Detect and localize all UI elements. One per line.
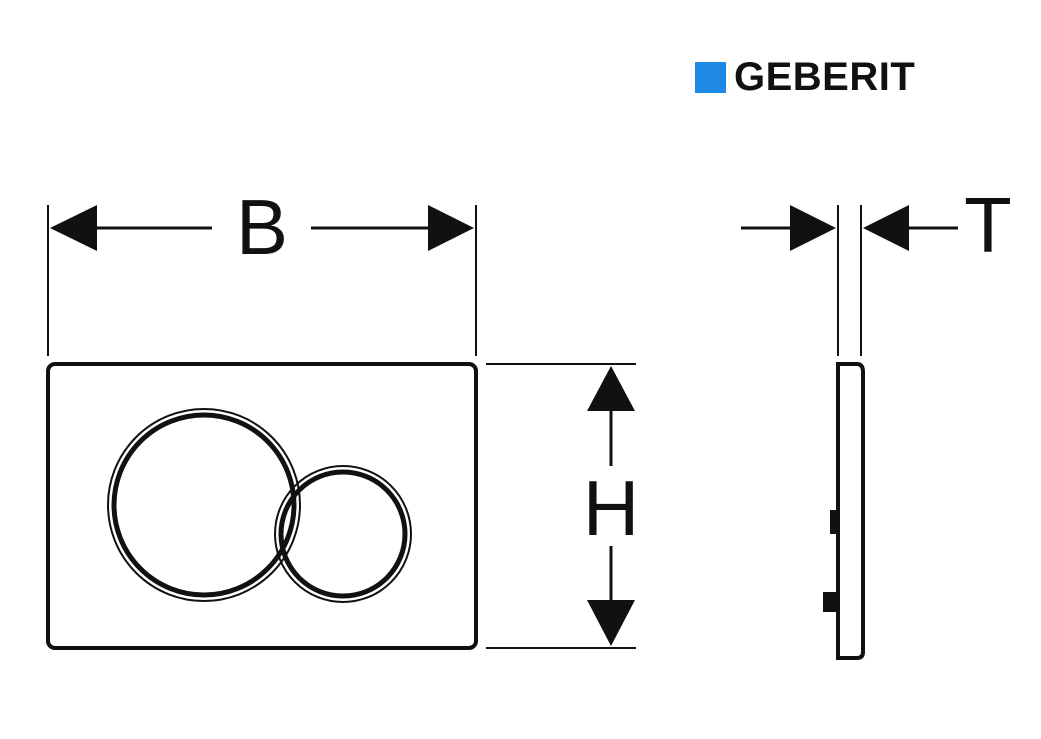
- front-plate-outline: [46, 362, 478, 650]
- brand-logo: GEBERIT: [695, 56, 915, 98]
- width-label: B: [236, 183, 288, 271]
- thickness-arrow-right-icon: [790, 205, 836, 251]
- width-arrow-right-icon: [428, 205, 474, 251]
- small-flush-button: [274, 465, 412, 603]
- brand-name: GEBERIT: [734, 55, 916, 99]
- large-flush-button: [107, 408, 301, 602]
- height-dimension: [486, 363, 636, 649]
- width-arrow-left-icon: [50, 205, 97, 251]
- width-dimension: [47, 205, 477, 356]
- side-clip-upper: [830, 510, 838, 534]
- height-label: H: [583, 464, 639, 552]
- side-clip-lower: [823, 592, 838, 612]
- thickness-label: T: [964, 181, 1012, 269]
- height-arrow-down-icon: [587, 600, 635, 646]
- side-view-plate: [836, 362, 865, 660]
- brand-square-icon: [695, 61, 726, 93]
- thickness-dimension: [741, 205, 958, 356]
- height-arrow-up-icon: [587, 366, 635, 411]
- thickness-arrow-left-icon: [863, 205, 909, 251]
